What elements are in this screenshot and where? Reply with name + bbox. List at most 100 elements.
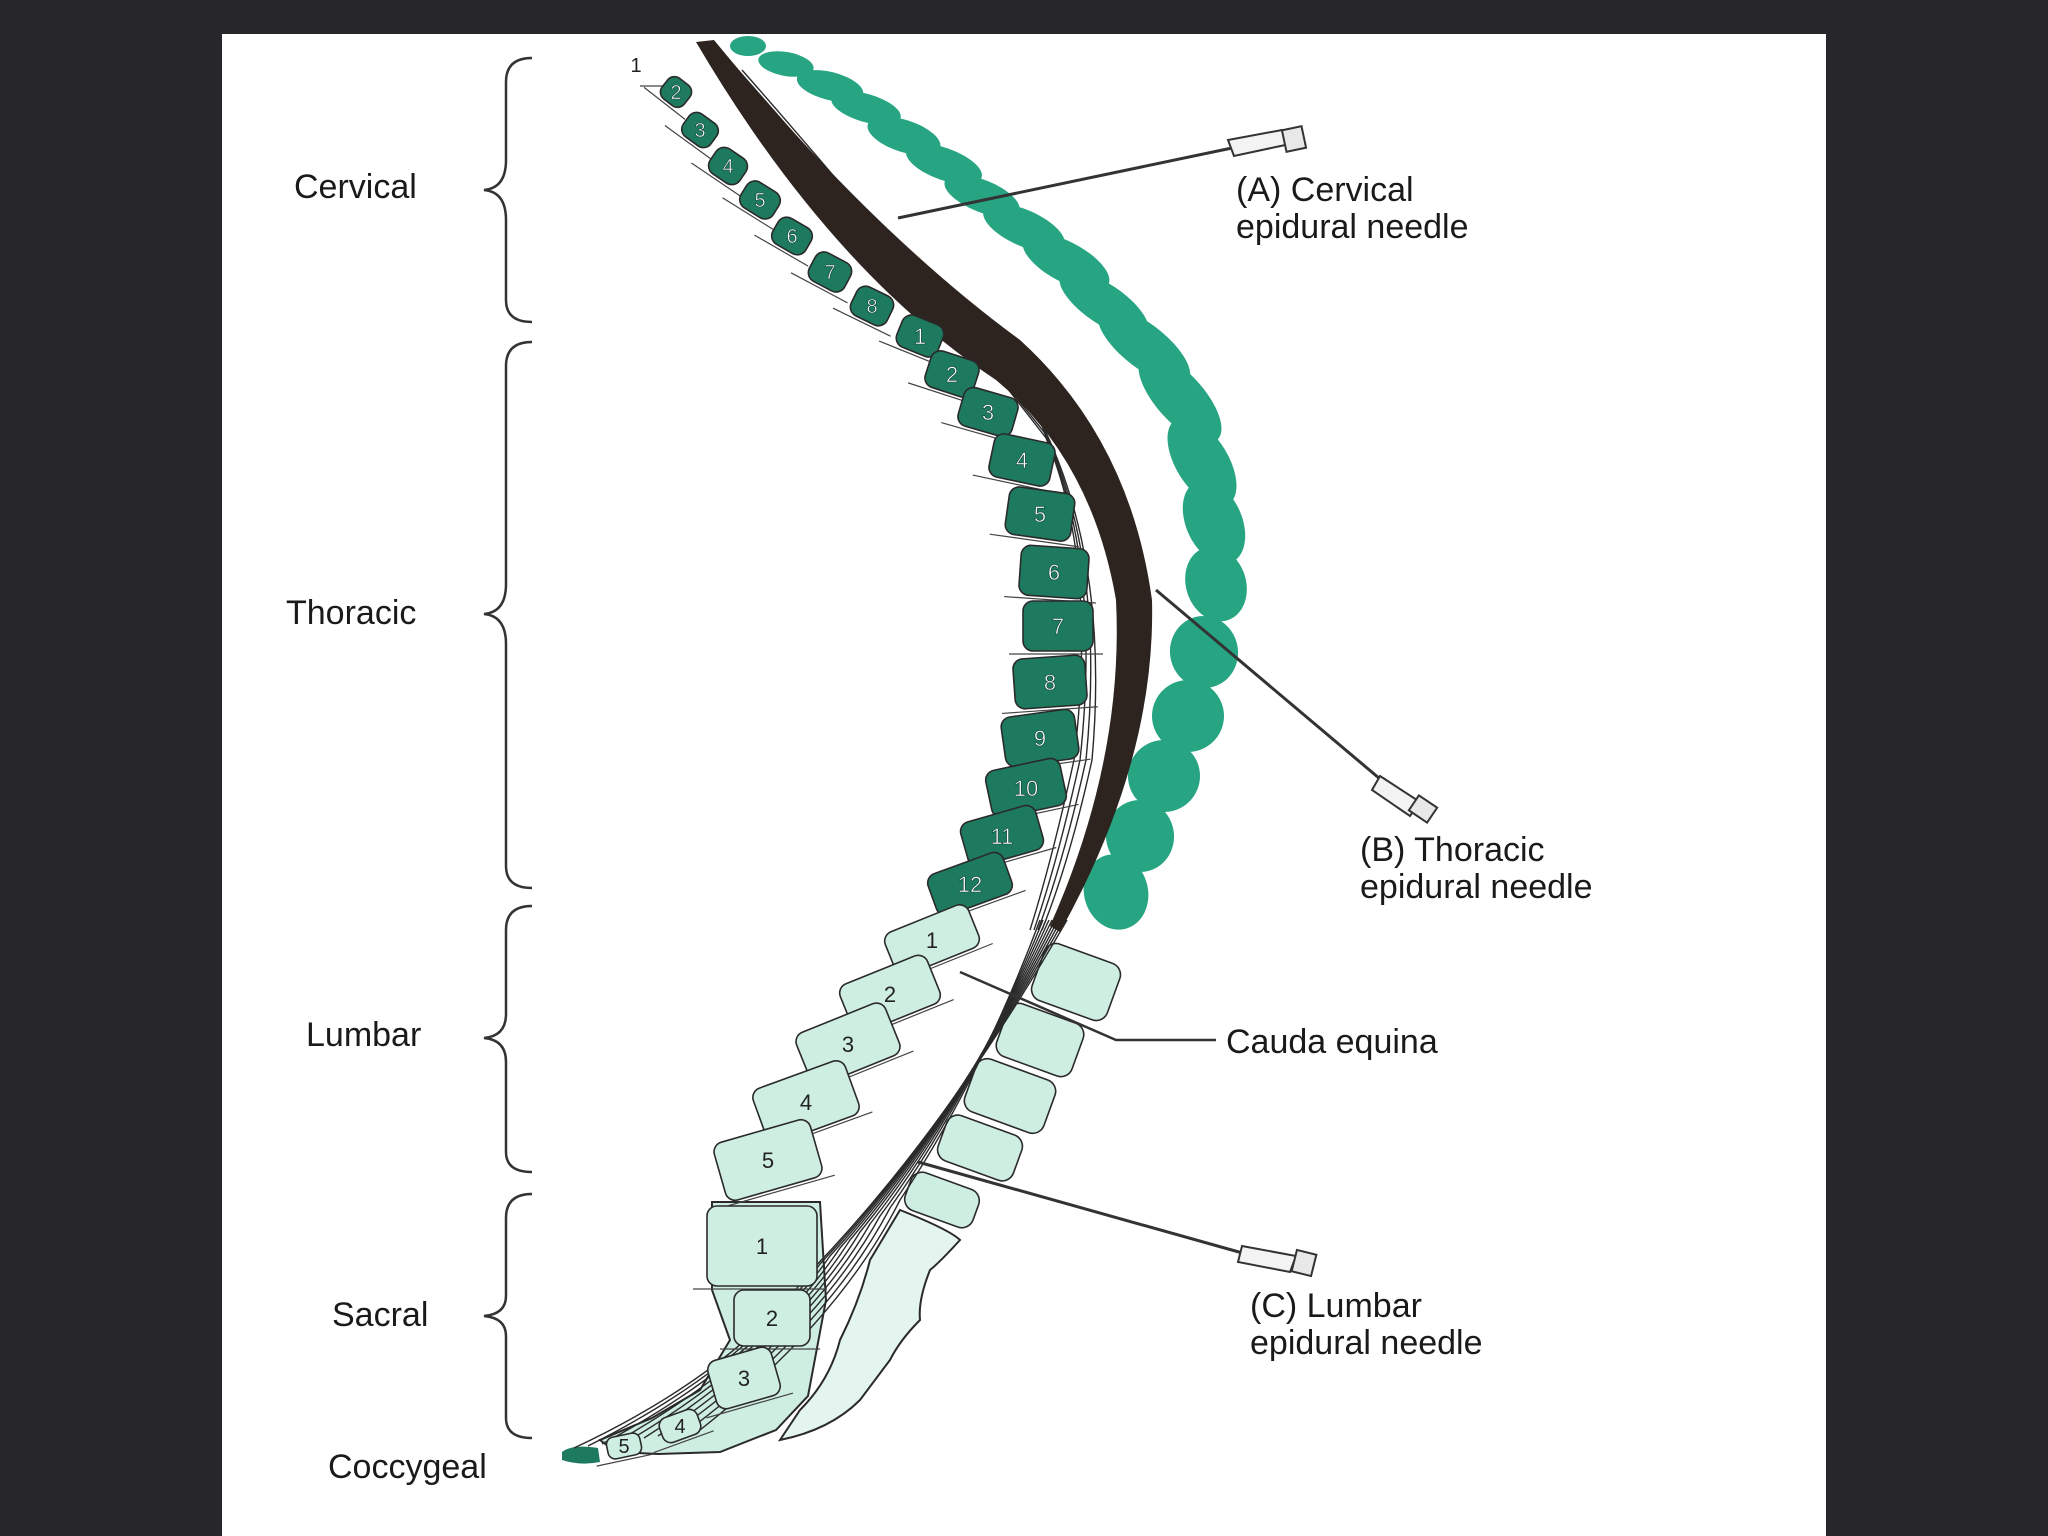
cauda-fiber-9 [587, 919, 1065, 1447]
vertebra-number-lumbar-1: 1 [926, 928, 938, 953]
spinous-process-18 [1128, 740, 1200, 812]
cauda-fiber-8 [601, 919, 1062, 1445]
spinous-process-4 [831, 91, 901, 125]
vertebra-number-cervical-4: 4 [722, 156, 733, 178]
callout-thoracic-needle-line1: (B) Thoracic [1360, 831, 1545, 869]
disc-coccygeal-5 [596, 1453, 654, 1467]
vertebra-number-cervical-6: 6 [786, 226, 797, 248]
vertebra-thoracic-5 [1004, 486, 1076, 542]
cauda-equina-leader [959, 970, 1216, 1042]
callout-cervical-needle-line1: (A) Cervical [1236, 171, 1414, 209]
region-braces [483, 56, 533, 1440]
thoracic-epidural-needle [1155, 588, 1439, 825]
region-label-cervical: Cervical [294, 168, 417, 206]
vertebra-number-thoracic-12: 12 [958, 872, 982, 897]
spinous-process-12 [1138, 353, 1222, 443]
vertebra-thoracic-6 [1018, 544, 1090, 600]
spinous-process-6 [906, 143, 982, 185]
vertebra-thoracic-12 [926, 851, 1014, 917]
region-label-lumbar: Lumbar [306, 1016, 422, 1054]
vertebra-number-thoracic-3: 3 [982, 400, 994, 425]
vertebra-number-lumbar-3: 3 [842, 1032, 854, 1057]
vertebra-thoracic-4 [988, 433, 1056, 487]
disc-sacral-3 [706, 1392, 794, 1419]
vertebra-number-cervical-5: 5 [754, 190, 765, 212]
vertebra-lumbar-1 [883, 904, 981, 976]
vertebra-number-thoracic-10: 10 [1014, 776, 1038, 801]
sacral-brace [483, 1192, 533, 1440]
lumbar-spinous-process-3 [963, 1057, 1057, 1135]
disc-cervical-6 [754, 234, 809, 267]
lumbar-spinous-process-4 [936, 1114, 1024, 1182]
vertebra-number-thoracic-6: 6 [1048, 560, 1060, 585]
vertebra-thoracic-11 [959, 804, 1045, 868]
spinous-process-2 [758, 51, 814, 77]
vertebra-cervical-4 [707, 146, 749, 186]
vertebra-thoracic-8 [1012, 654, 1088, 710]
spinous-process-13 [1167, 417, 1237, 507]
spinous-process-17 [1152, 680, 1224, 752]
vertebra-number-cervical-8: 8 [866, 296, 877, 318]
vertebra-number-sacral-1: 1 [756, 1234, 768, 1259]
spinous-process-16 [1169, 616, 1239, 688]
callout-cauda-equina: Cauda equina [1226, 1023, 1438, 1061]
disc-cervical-5 [722, 197, 776, 232]
vertebra-number-cervical-7: 7 [824, 262, 835, 284]
vertebra-number-sacral-2: 2 [766, 1306, 778, 1331]
vertebra-number-thoracic-11: 11 [991, 824, 1014, 849]
disc-cervical-7 [790, 272, 848, 304]
vertebra-cervical-5 [738, 180, 782, 220]
vertebra-number-coccygeal-4: 4 [674, 1416, 685, 1438]
vertebra-number-cervical-1: 1 [630, 55, 641, 77]
vertebra-lumbar-5 [713, 1118, 823, 1202]
cervical-brace [483, 56, 533, 324]
spinous-processes [730, 36, 1247, 1229]
callout-lumbar-needle-line1: (C) Lumbar [1250, 1287, 1422, 1325]
vertebra-coccygeal-4 [658, 1408, 702, 1444]
disc-cervical-2 [643, 86, 686, 120]
spinous-process-1 [730, 36, 766, 56]
callout-cervical-needle: (A) Cervical epidural needle [1236, 172, 1469, 246]
vertebra-sacral-1 [706, 1205, 818, 1287]
vertebra-number-thoracic-2: 2 [946, 362, 958, 387]
vertebra-lumbar-4 [752, 1060, 860, 1144]
callout-thoracic-needle-line2: epidural needle [1360, 868, 1593, 906]
region-label-coccygeal: Coccygeal [328, 1448, 487, 1486]
vertebra-cervical-2 [659, 75, 693, 109]
disc-cervical-8 [832, 307, 891, 337]
vertebra-number-thoracic-9: 9 [1034, 726, 1046, 751]
vertebra-number-thoracic-5: 5 [1034, 502, 1046, 527]
disc-lumbar-5 [715, 1174, 835, 1210]
sacral-crest [777, 1208, 962, 1442]
vertebra-number-lumbar-5: 5 [762, 1148, 774, 1173]
vertebra-number-sacral-3: 3 [738, 1366, 750, 1391]
vertebra-number-thoracic-7: 7 [1052, 614, 1064, 639]
vertebra-number-cervical-2: 2 [670, 82, 681, 104]
vertebra-number-coccygeal-5: 5 [618, 1436, 629, 1458]
cervical-epidural-needle [897, 124, 1308, 220]
vertebra-thoracic-3 [957, 386, 1019, 438]
vertebra-cervical-8 [849, 285, 895, 327]
spinous-process-15 [1185, 546, 1247, 622]
spinous-process-14 [1182, 480, 1246, 564]
region-label-thoracic: Thoracic [286, 594, 417, 632]
vertebra-number-thoracic-8: 8 [1044, 670, 1056, 695]
callout-lumbar-needle: (C) Lumbar epidural needle [1250, 1288, 1483, 1362]
cauda-fiber-7 [615, 919, 1059, 1443]
disc-coccygeal-4 [653, 1430, 714, 1454]
vertebra-cervical-3 [680, 111, 720, 149]
vertebra-number-lumbar-2: 2 [884, 982, 896, 1007]
region-label-sacral: Sacral [332, 1296, 429, 1334]
callout-cervical-needle-line2: epidural needle [1236, 208, 1469, 246]
vertebra-cervical-7 [807, 251, 853, 293]
disc-thoracic-8 [1002, 706, 1098, 715]
spinous-process-20 [1083, 854, 1149, 930]
disc-cervical-4 [691, 162, 742, 198]
vertebra-number-thoracic-4: 4 [1016, 448, 1028, 473]
coccyx-tip [562, 1446, 600, 1464]
disc-thoracic-5 [989, 533, 1079, 548]
lumbar-brace [483, 904, 533, 1174]
